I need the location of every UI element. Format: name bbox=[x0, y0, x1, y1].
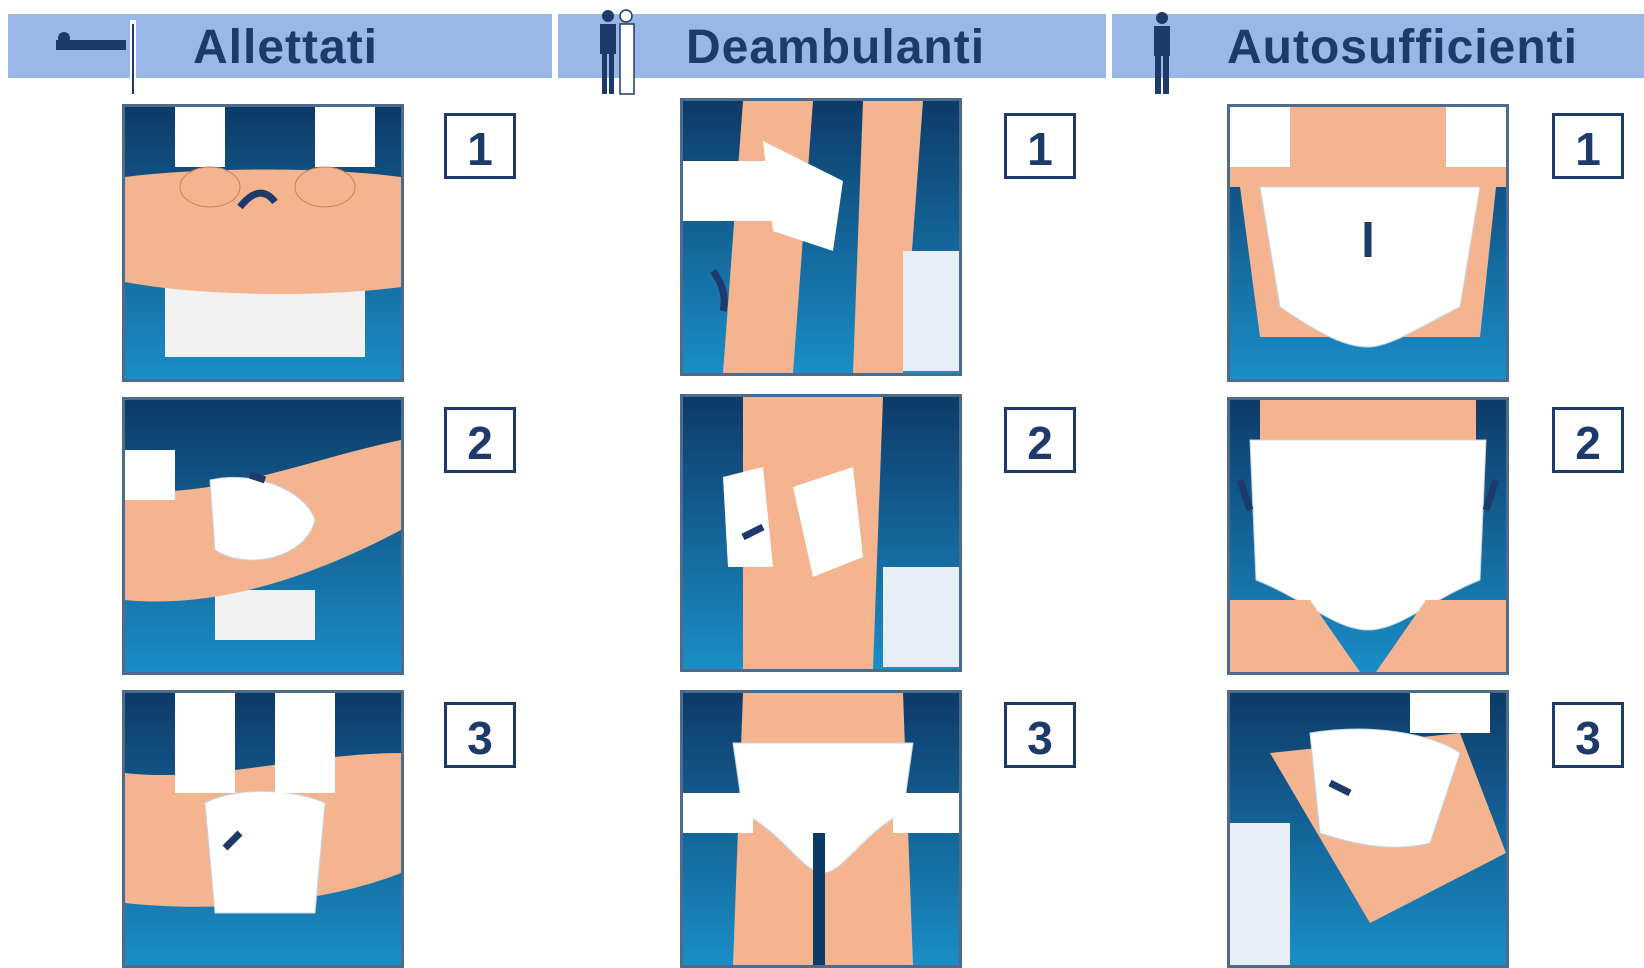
step-number-badge: 3 bbox=[1552, 702, 1624, 768]
step-number-badge: 3 bbox=[1004, 702, 1076, 768]
illustration-autosufficienti-step-1 bbox=[1227, 104, 1509, 382]
column-header-autosufficienti: Autosufficienti bbox=[1112, 14, 1644, 78]
illustration-deambulanti-step-1 bbox=[680, 98, 962, 376]
assisted-walking-person-icon bbox=[588, 6, 648, 101]
step-number-badge: 3 bbox=[444, 702, 516, 768]
column-title: Autosufficienti bbox=[1227, 20, 1578, 76]
column-header-allettati: Allettati bbox=[8, 14, 552, 78]
column-header-deambulanti: Deambulanti bbox=[558, 14, 1106, 78]
step-number-badge: 1 bbox=[1552, 113, 1624, 179]
illustration-allettati-step-1 bbox=[122, 104, 404, 382]
bedridden-person-icon bbox=[48, 20, 148, 100]
illustration-deambulanti-step-3 bbox=[680, 690, 962, 968]
illustration-deambulanti-step-2 bbox=[680, 394, 962, 672]
illustration-allettati-step-3 bbox=[122, 690, 404, 968]
step-number-badge: 2 bbox=[1004, 407, 1076, 473]
step-number-badge: 2 bbox=[1552, 407, 1624, 473]
step-number-badge: 2 bbox=[444, 407, 516, 473]
illustration-autosufficienti-step-3 bbox=[1227, 690, 1509, 968]
standing-person-icon bbox=[1142, 8, 1182, 98]
illustration-autosufficienti-step-2 bbox=[1227, 397, 1509, 675]
illustration-allettati-step-2 bbox=[122, 397, 404, 675]
step-number-badge: 1 bbox=[1004, 113, 1076, 179]
step-number-badge: 1 bbox=[444, 113, 516, 179]
column-title: Allettati bbox=[193, 20, 378, 76]
column-title: Deambulanti bbox=[686, 20, 985, 76]
